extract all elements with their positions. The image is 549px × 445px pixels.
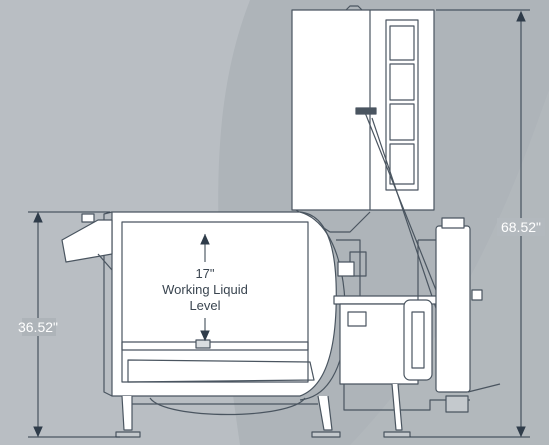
right-rail — [471, 289, 483, 301]
overall-height-arrow-bottom — [516, 426, 526, 438]
cabinet-brace-2 — [371, 117, 441, 321]
drain-valve — [445, 395, 469, 413]
cabinet-brace-1 — [363, 109, 441, 301]
control-box-bracket — [97, 253, 113, 271]
cabinet-window-pane-2 — [389, 63, 415, 101]
cabinet-window-pane-4 — [389, 143, 415, 185]
overall-height-arrow-top — [516, 10, 526, 22]
filter-cap — [441, 217, 465, 229]
machine-drawing — [61, 5, 501, 438]
tank-height-label-bg — [22, 318, 56, 336]
motor-fins — [411, 311, 425, 369]
cabinet-window-frame — [385, 19, 419, 191]
gauge-block — [337, 261, 355, 277]
tank-lower-trough — [127, 359, 315, 383]
cabinet-window-pane-1 — [389, 25, 415, 61]
drain-outlet — [467, 383, 501, 393]
cabinet-window-pane-3 — [389, 103, 415, 141]
filter-pipe — [417, 239, 436, 300]
tank-height-label: 36.52" — [18, 319, 58, 335]
working-level-line2: Level — [189, 298, 220, 313]
tank-inner-wall — [121, 221, 309, 383]
front-foot — [311, 431, 341, 438]
working-level-label-bg — [160, 262, 250, 318]
leg-arch — [149, 397, 306, 416]
drain-pipe — [343, 384, 470, 411]
pump-panel — [347, 311, 367, 327]
background-swoosh-right — [350, 90, 549, 445]
working-level-line1: Working Liquid — [162, 282, 248, 297]
cabinet-top-latch — [345, 5, 363, 11]
filter-canister — [435, 225, 471, 393]
working-level-value: 17" — [195, 266, 214, 281]
left-foot — [115, 431, 141, 438]
tank-liquid-band — [121, 341, 309, 351]
tank-height-arrow-top — [33, 211, 43, 223]
working-level-arrow-bottom — [200, 330, 210, 342]
tank-rear-lip — [103, 211, 113, 397]
tank-height-arrow-bottom — [33, 426, 43, 438]
tank-float — [195, 339, 211, 349]
front-leg — [317, 395, 333, 431]
pump-foot — [383, 431, 411, 438]
left-leg — [121, 395, 133, 431]
control-box-knob — [81, 213, 95, 223]
working-level-arrow-top — [200, 233, 210, 245]
control-box — [61, 219, 113, 263]
overall-height-label-bg — [497, 218, 545, 236]
pump-leg — [391, 383, 403, 431]
cabinet-handle — [355, 107, 377, 115]
overall-height-label: 68.52" — [501, 219, 541, 235]
